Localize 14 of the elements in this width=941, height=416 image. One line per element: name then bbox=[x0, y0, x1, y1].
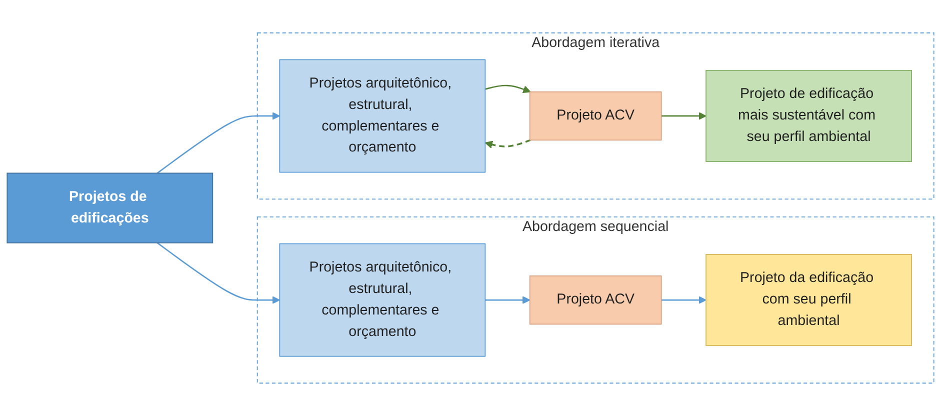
node-box: Projetos arquitetônico, estrutural, complementares e orçamento bbox=[279, 243, 486, 357]
node-box: Projeto de edificação mais sustentável com seu perfil ambiental bbox=[706, 70, 912, 162]
arrow bbox=[156, 112, 280, 174]
arrow bbox=[484, 139, 531, 148]
node-box: Projeto ACV bbox=[529, 91, 662, 141]
arrow bbox=[485, 296, 530, 304]
node-box: Projeto ACV bbox=[529, 275, 662, 325]
arrow bbox=[661, 112, 706, 120]
node-box: Projetos arquitetônico, estrutural, complementares e orçamento bbox=[279, 59, 486, 173]
node-box: Projetos de edificações bbox=[6, 172, 214, 244]
arrow bbox=[156, 242, 280, 304]
arrow bbox=[485, 84, 531, 94]
node-box: Projeto da edificação com seu perfil ambiental bbox=[706, 254, 912, 346]
arrow bbox=[661, 296, 706, 304]
